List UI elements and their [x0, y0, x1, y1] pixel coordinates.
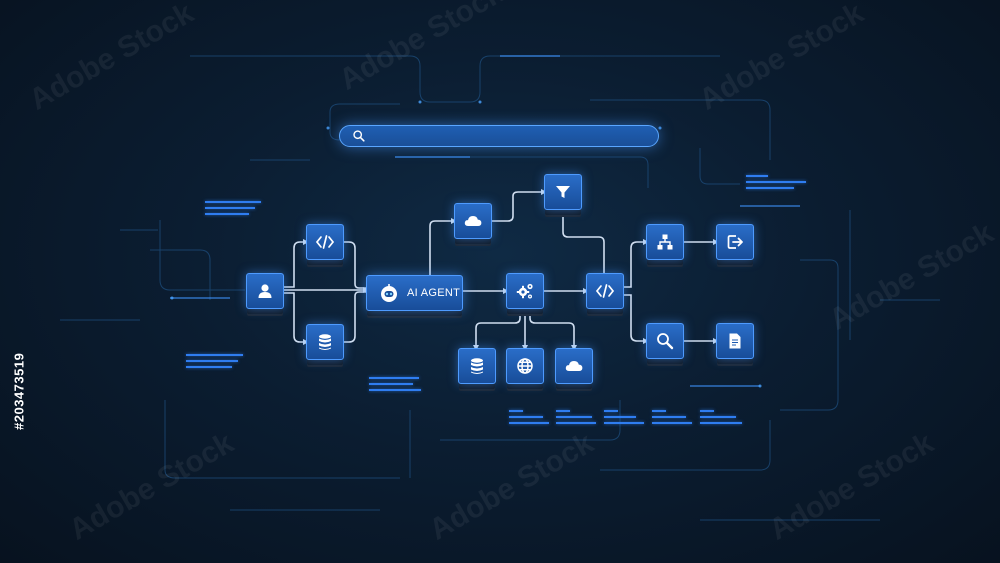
code-icon [315, 235, 335, 249]
exit-icon [727, 235, 743, 249]
globe-icon [517, 358, 533, 374]
document-icon [729, 333, 741, 349]
database-node-left[interactable] [306, 324, 344, 360]
ai-agent-node[interactable]: AI AGENT [366, 275, 463, 311]
dash-lines-bottom-4 [652, 410, 692, 428]
code-node-right[interactable] [586, 273, 624, 309]
exit-node[interactable] [716, 224, 754, 260]
cloud-icon [464, 216, 482, 226]
user-icon [258, 284, 272, 298]
robot-icon [381, 284, 397, 302]
ai-agent-label: AI AGENT [407, 287, 461, 299]
cloud-node-top[interactable] [454, 203, 492, 239]
dash-lines-left-top [205, 201, 261, 219]
cloud-icon [565, 361, 583, 371]
globe-node[interactable] [506, 348, 544, 384]
dash-lines-right-top [746, 175, 806, 193]
code-node-top[interactable] [306, 224, 344, 260]
magnifier-icon [657, 333, 674, 350]
gears-node[interactable] [506, 273, 544, 309]
dash-lines-bottom-5 [700, 410, 742, 428]
magnifier-node[interactable] [646, 323, 684, 359]
filter-node[interactable] [544, 174, 582, 210]
user-node[interactable] [246, 273, 284, 309]
hierarchy-node[interactable] [646, 224, 684, 260]
dash-lines-center-bottom [369, 377, 421, 395]
database-node-bottom[interactable] [458, 348, 496, 384]
gears-icon [516, 283, 533, 299]
code-icon [595, 284, 615, 298]
search-bar[interactable] [339, 125, 659, 147]
filter-icon [556, 186, 570, 198]
dash-lines-bottom-2 [556, 410, 596, 428]
search-icon [353, 130, 365, 142]
cloud-node-bottom[interactable] [555, 348, 593, 384]
dash-lines-bottom-3 [604, 410, 644, 428]
database-icon [319, 334, 331, 350]
database-icon [471, 358, 483, 374]
document-node[interactable] [716, 323, 754, 359]
dash-lines-left-bottom [186, 354, 243, 372]
stock-id-watermark: #203473519 [11, 352, 27, 430]
dash-lines-bottom-1 [509, 410, 549, 428]
hierarchy-icon [657, 234, 673, 250]
